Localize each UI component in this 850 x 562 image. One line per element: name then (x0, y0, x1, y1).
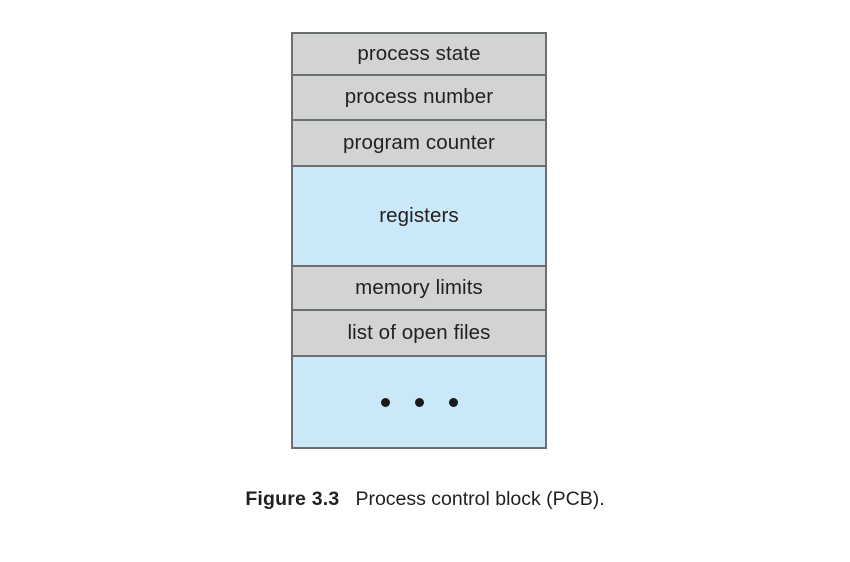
pcb-field-list-of-open-files: list of open files (293, 311, 545, 357)
figure-caption: Figure 3.3 Process control block (PCB). (0, 488, 850, 511)
ellipsis-dot (380, 397, 390, 407)
pcb-field-process-state: process state (293, 34, 545, 76)
pcb-field-label: process state (357, 41, 481, 65)
ellipsis-dot (414, 397, 424, 407)
ellipsis-dots-icon (380, 397, 458, 407)
pcb-field-registers: registers (293, 167, 545, 267)
pcb-field-label: list of open files (347, 320, 491, 344)
pcb-field-label: registers (379, 203, 459, 227)
pcb-field-ellipsis (293, 357, 545, 447)
figure-caption-text: Process control block (PCB). (355, 488, 605, 510)
pcb-field-label: process number (344, 85, 494, 109)
pcb-field-memory-limits: memory limits (293, 267, 545, 311)
ellipsis-dot (448, 397, 458, 407)
pcb-field-program-counter: program counter (293, 121, 545, 167)
pcb-field-label: memory limits (355, 275, 483, 299)
figure-caption-label: Figure 3.3 (245, 488, 340, 510)
pcb-field-label: program counter (343, 130, 495, 154)
process-control-block-diagram: process state process number program cou… (291, 32, 547, 449)
pcb-field-process-number: process number (293, 76, 545, 121)
